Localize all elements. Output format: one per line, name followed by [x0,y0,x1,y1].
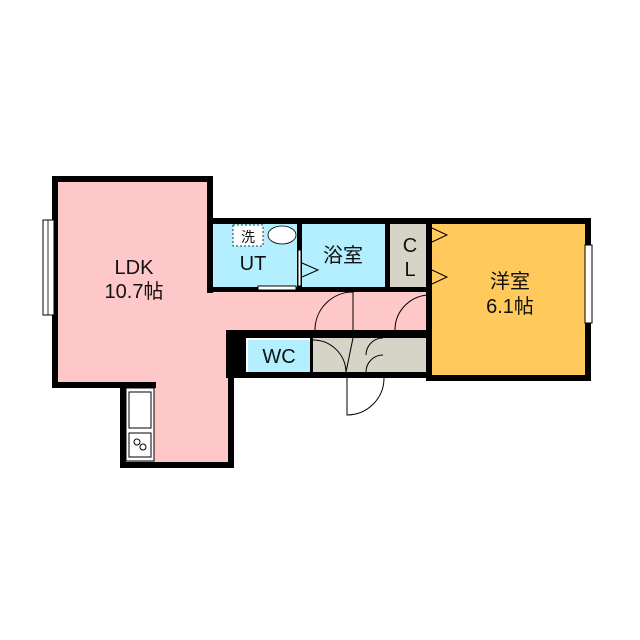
window-western [584,244,593,324]
ldk-size: 10.7帖 [105,280,164,303]
western-floor [432,224,585,375]
washer-icon [232,224,264,247]
window-ldk [42,219,55,316]
kitchen-counter [125,387,155,462]
doors [257,227,449,416]
bath-floor [302,224,385,287]
wc-floor [248,340,310,372]
sink-icon [267,225,297,245]
western-label: 洋室 [490,270,530,293]
stove-burner-icon [139,443,147,451]
wc-label: WC [262,346,295,368]
closet-label-c: C [403,235,417,257]
ldk-label: LDK [115,257,155,279]
washer-label: 洗 [241,229,255,245]
western-size: 6.1帖 [486,295,534,318]
stove-burner-icon [133,438,141,446]
closet-label-l: L [404,259,415,281]
bath-label: 浴室 [323,244,363,267]
ut-label: UT [240,253,267,275]
closet-floor [390,224,432,287]
entrance-floor [313,338,430,372]
